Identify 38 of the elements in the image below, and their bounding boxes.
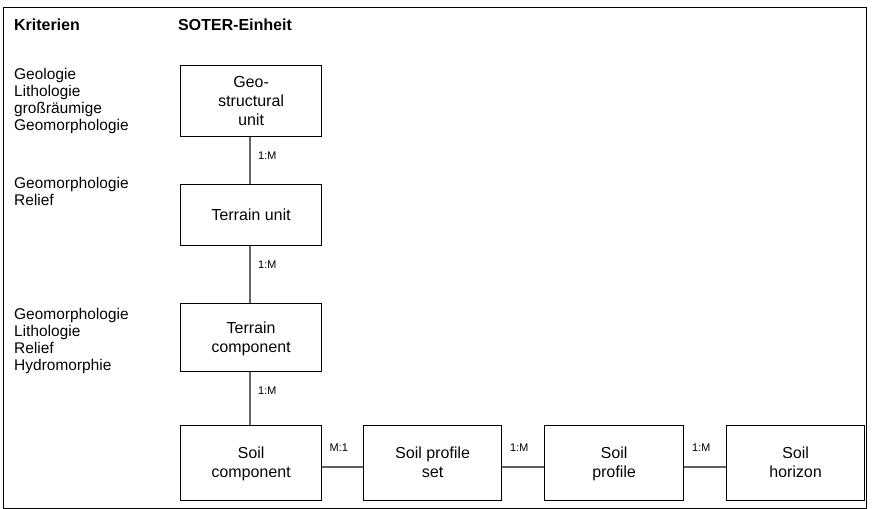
entity-box: [180, 65, 322, 137]
entity-name: Terrain component: [210, 318, 292, 356]
criterion-text: Relief: [14, 192, 54, 209]
criterion-text: Geologie: [14, 66, 76, 83]
column-heading: SOTER-Einheit: [178, 17, 292, 35]
criterion-text: Relief: [14, 340, 54, 357]
criterion-text: großräumige: [14, 100, 102, 117]
entity-name: Soil horizon: [768, 444, 823, 482]
criterion-text: Lithologie: [14, 83, 80, 100]
entity-box: [726, 425, 865, 501]
edge-label: M:1: [330, 442, 348, 455]
connector-line: [322, 466, 363, 468]
criterion-text: Geomorphologie: [14, 117, 129, 134]
entity-name: Geo- structural unit: [217, 72, 285, 130]
entity-name: Soil profile set: [394, 444, 471, 482]
connector-line: [502, 466, 544, 468]
edge-label: 1:M: [692, 442, 710, 455]
edge-label: 1:M: [258, 385, 276, 398]
criterion-text: Geomorphologie: [14, 306, 129, 323]
criterion-text: Geomorphologie: [14, 175, 129, 192]
entity-name: Soil component: [210, 444, 292, 482]
column-heading: Kriterien: [14, 17, 80, 35]
entity-box: [180, 425, 322, 501]
entity-name: Soil profile: [591, 444, 637, 482]
connector-line: [249, 372, 251, 425]
connector-line: [249, 137, 251, 184]
criterion-text: Lithologie: [14, 323, 80, 340]
criterion-text: Hydromorphie: [14, 357, 112, 374]
entity-box: [544, 425, 684, 501]
entity-box: [363, 425, 502, 501]
entity-box: [180, 184, 322, 246]
connector-line: [684, 466, 726, 468]
connector-line: [249, 246, 251, 303]
edge-label: 1:M: [258, 259, 276, 272]
entity-name: Terrain unit: [211, 206, 291, 224]
edge-label: 1:M: [510, 442, 528, 455]
edge-label: 1:M: [258, 150, 276, 163]
entity-box: [180, 303, 322, 372]
